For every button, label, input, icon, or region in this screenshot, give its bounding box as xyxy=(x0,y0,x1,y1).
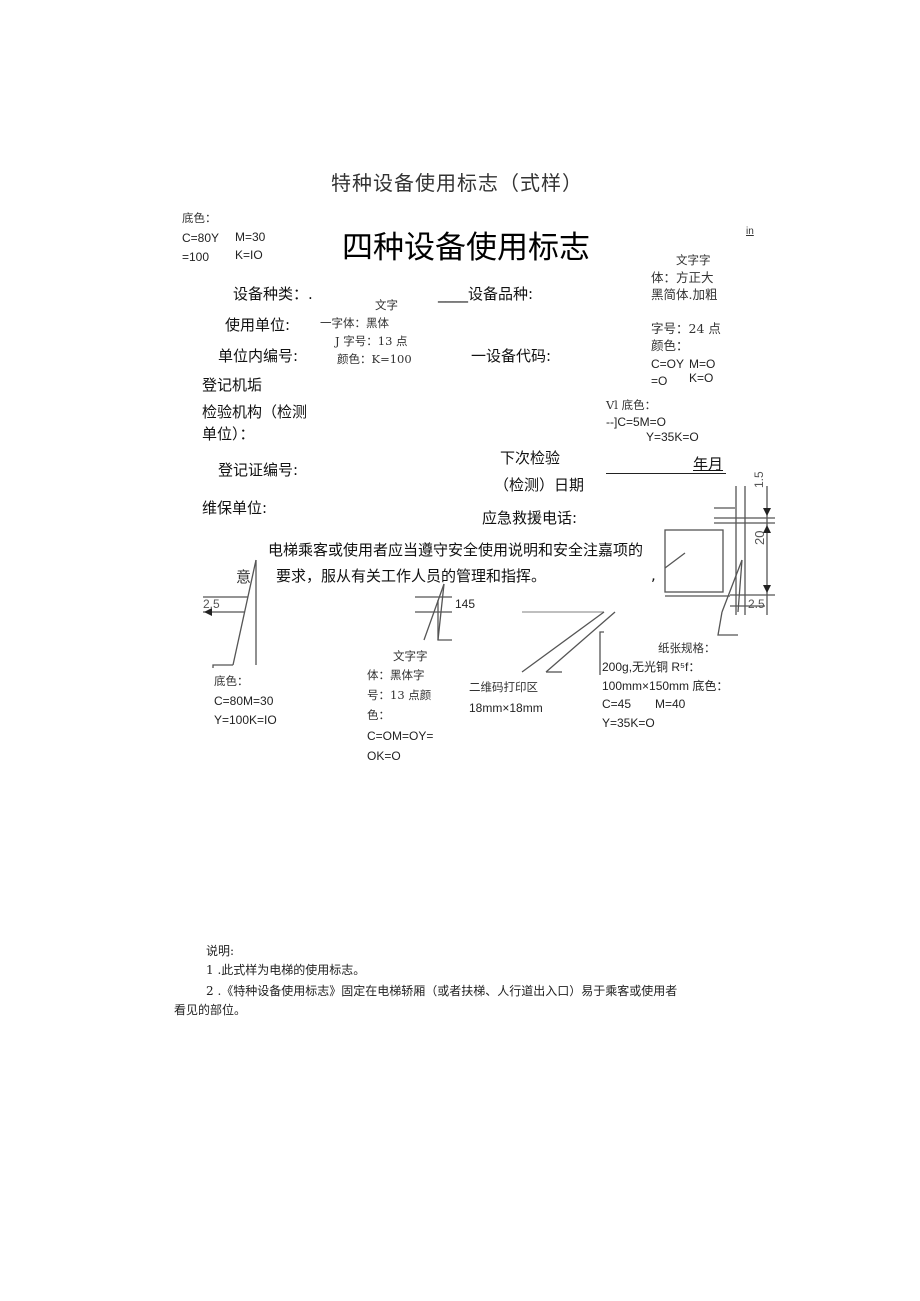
explanation-item-2-cont: 看见的部位。 xyxy=(174,1003,247,1017)
title-font-note: 体：方正大 xyxy=(651,270,714,285)
date-underline xyxy=(606,473,726,474)
field-user-unit: 使用单位: xyxy=(225,316,291,334)
dimension-label: 2.5 xyxy=(748,597,765,611)
bg-color-label: 底色： xyxy=(182,211,217,225)
field-font-note: J 字号：13 点 xyxy=(335,334,408,348)
bg-color-right-note: --]C=5M=O xyxy=(606,415,667,429)
bg-color-bottom-value: Y=100K=IO xyxy=(214,713,277,727)
field-equipment-code: 一设备代码: xyxy=(471,347,552,365)
warning-side-char: 意 xyxy=(236,568,252,586)
paper-spec-note: Y=35K=O xyxy=(602,716,655,730)
warning-font-note: 体：黑体字 xyxy=(367,668,425,682)
title-font-note: 字号：24 点 xyxy=(651,321,721,336)
dimension-label: 2.5 xyxy=(203,597,220,611)
bg-color-bottom-label: 底色： xyxy=(214,674,249,688)
warning-line-2: 要求，服从有关工作人员的管理和指挥。 xyxy=(276,567,547,585)
explanation-item-2: 2 .《特种设备使用标志》固定在电梯轿厢（或者扶梯、人行道出入口）易于乘客或使用… xyxy=(206,984,678,998)
warning-font-note: 号：13 点颜 xyxy=(367,688,432,702)
explanation-heading: 说明: xyxy=(206,944,235,958)
qr-area-size: 18mm×18mm xyxy=(469,701,543,715)
field-font-note: 一字体：黑体 xyxy=(320,316,389,330)
field-internal-number: 单位内编号: xyxy=(218,347,299,365)
field-date-suffix: 年月 xyxy=(693,455,724,473)
field-next-inspection: 下次检验 xyxy=(500,449,561,467)
bg-color-value: K=IO xyxy=(235,248,263,262)
field-maintenance-unit: 维保单位: xyxy=(202,499,268,517)
warning-font-note: 色： xyxy=(367,708,390,722)
bg-color-right-note: Vl 底色： xyxy=(606,398,657,412)
title-font-note: K=O xyxy=(689,371,714,385)
paper-spec-note: 200g,无光铜 R⁵f： xyxy=(602,660,701,674)
title-font-note: C=OY xyxy=(651,357,685,371)
paper-spec-note: C=45 xyxy=(602,697,632,711)
field-emergency-phone: 应急救援电话: xyxy=(482,509,578,527)
field-inspection-org: 检验机构（检测 xyxy=(202,403,308,421)
dimension-label: 20 xyxy=(752,530,767,545)
title-font-note: 颜色： xyxy=(651,338,689,353)
paper-spec-note: M=40 xyxy=(655,697,686,711)
field-equipment-type: 设备种类：. xyxy=(233,285,313,303)
comma-mark: , xyxy=(651,566,656,584)
field-font-note: 文字 xyxy=(375,298,398,312)
paper-spec-note: 纸张规格： xyxy=(658,641,716,655)
dimension-label: 145 xyxy=(455,597,476,611)
title-font-note: M=O xyxy=(689,357,716,371)
paper-spec-note: 100mm×150mm 底色： xyxy=(602,679,729,693)
document-title: 特种设备使用标志（式样） xyxy=(331,171,583,195)
field-registration-cert: 登记证编号: xyxy=(218,461,299,479)
field-next-inspection-cont: （检测）日期 xyxy=(494,476,585,494)
corner-mark: in xyxy=(746,226,754,237)
warning-font-note: OK=O xyxy=(367,749,401,763)
sign-title: 四种设备使用标志 xyxy=(342,230,590,266)
field-equipment-variety: ____设备品种: xyxy=(438,285,534,303)
qr-area-label: 二维码打印区 xyxy=(469,680,538,694)
field-registration-org: 登记机垢 xyxy=(202,376,263,394)
bg-color-value: M=30 xyxy=(235,230,266,244)
dimension-label: 1.5 xyxy=(752,471,766,488)
title-font-note: 文字字 xyxy=(676,253,711,267)
title-font-note: 黑简体.加粗 xyxy=(651,287,718,302)
bg-color-right-note: Y=35K=O xyxy=(646,430,699,444)
warning-font-note: 文字字 xyxy=(393,649,428,663)
explanation-item-1: 1 .此式样为电梯的使用标志。 xyxy=(206,963,366,977)
warning-font-note: C=OM=OY= xyxy=(367,729,434,743)
warning-line-1: 电梯乘客或使用者应当遵守安全使用说明和安全注嘉项的 xyxy=(268,541,644,559)
bg-color-bottom-value: C=80M=30 xyxy=(214,694,274,708)
title-font-note: =O xyxy=(651,374,668,388)
field-font-note: 颜色：K=100 xyxy=(337,352,412,366)
field-inspection-org-cont: 单位）： xyxy=(202,425,255,443)
bg-color-value: =100 xyxy=(182,250,210,264)
bg-color-value: C=80Y xyxy=(182,231,220,245)
